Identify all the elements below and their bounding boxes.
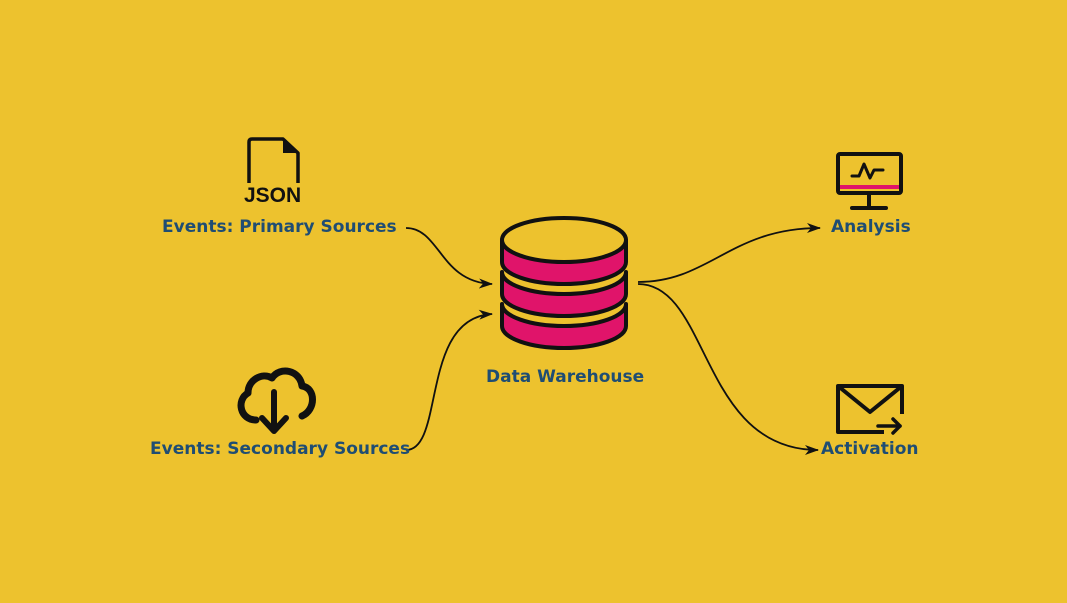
- secondary-sources-label: Events: Secondary Sources: [150, 439, 411, 459]
- monitor-chart-icon: [836, 152, 903, 210]
- activation-label: Activation: [821, 439, 919, 459]
- edge-secondary-to-warehouse: [405, 309, 493, 451]
- edge-warehouse-to-activation: [637, 283, 819, 455]
- json-file-icon: [247, 137, 300, 183]
- primary-sources-label: Events: Primary Sources: [162, 217, 397, 237]
- json-icon-text: JSON: [244, 184, 302, 207]
- data-warehouse-label: Data Warehouse: [486, 367, 645, 387]
- edge-primary-to-warehouse: [405, 227, 493, 289]
- edge-warehouse-to-analysis: [637, 223, 821, 283]
- cloud-download-icon: [237, 367, 316, 434]
- database-icon: [500, 216, 628, 350]
- mail-send-icon: [836, 384, 904, 435]
- analysis-label: Analysis: [831, 217, 911, 237]
